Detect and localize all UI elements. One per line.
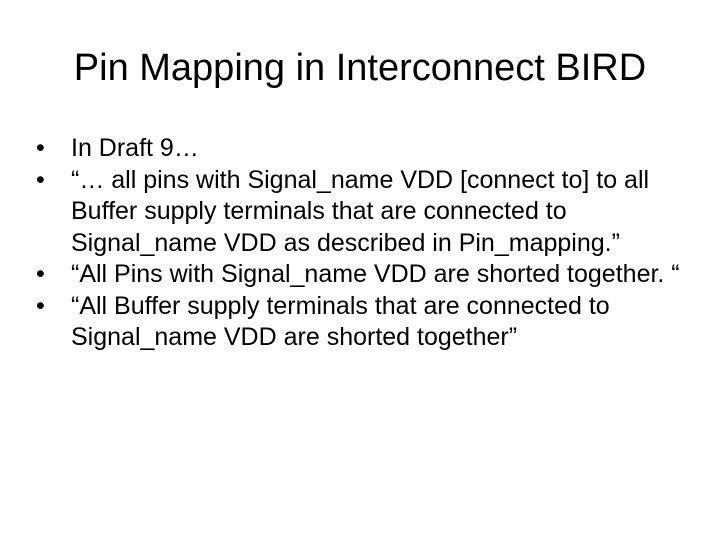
bullet-item: • “… all pins with Signal_name VDD [conn… <box>36 165 696 260</box>
bullet-list: • In Draft 9… • “… all pins with Signal_… <box>36 133 696 354</box>
bullet-icon: • <box>36 260 45 288</box>
bullet-item: • “All Buffer supply terminals that are … <box>36 291 696 354</box>
bullet-item: • “All Pins with Signal_name VDD are sho… <box>36 259 696 291</box>
bullet-text: “All Buffer supply terminals that are co… <box>71 291 610 352</box>
bullet-icon: • <box>36 291 45 320</box>
bullet-text: “All Pins with Signal_name VDD are short… <box>71 260 680 288</box>
bullet-icon: • <box>36 134 45 162</box>
bullet-item: • In Draft 9… <box>36 133 696 165</box>
bullet-icon: • <box>36 165 45 194</box>
bullet-text: In Draft 9… <box>71 134 199 162</box>
bullet-text: “… all pins with Signal_name VDD [connec… <box>71 165 650 257</box>
slide-title: Pin Mapping in Interconnect BIRD <box>73 47 647 89</box>
